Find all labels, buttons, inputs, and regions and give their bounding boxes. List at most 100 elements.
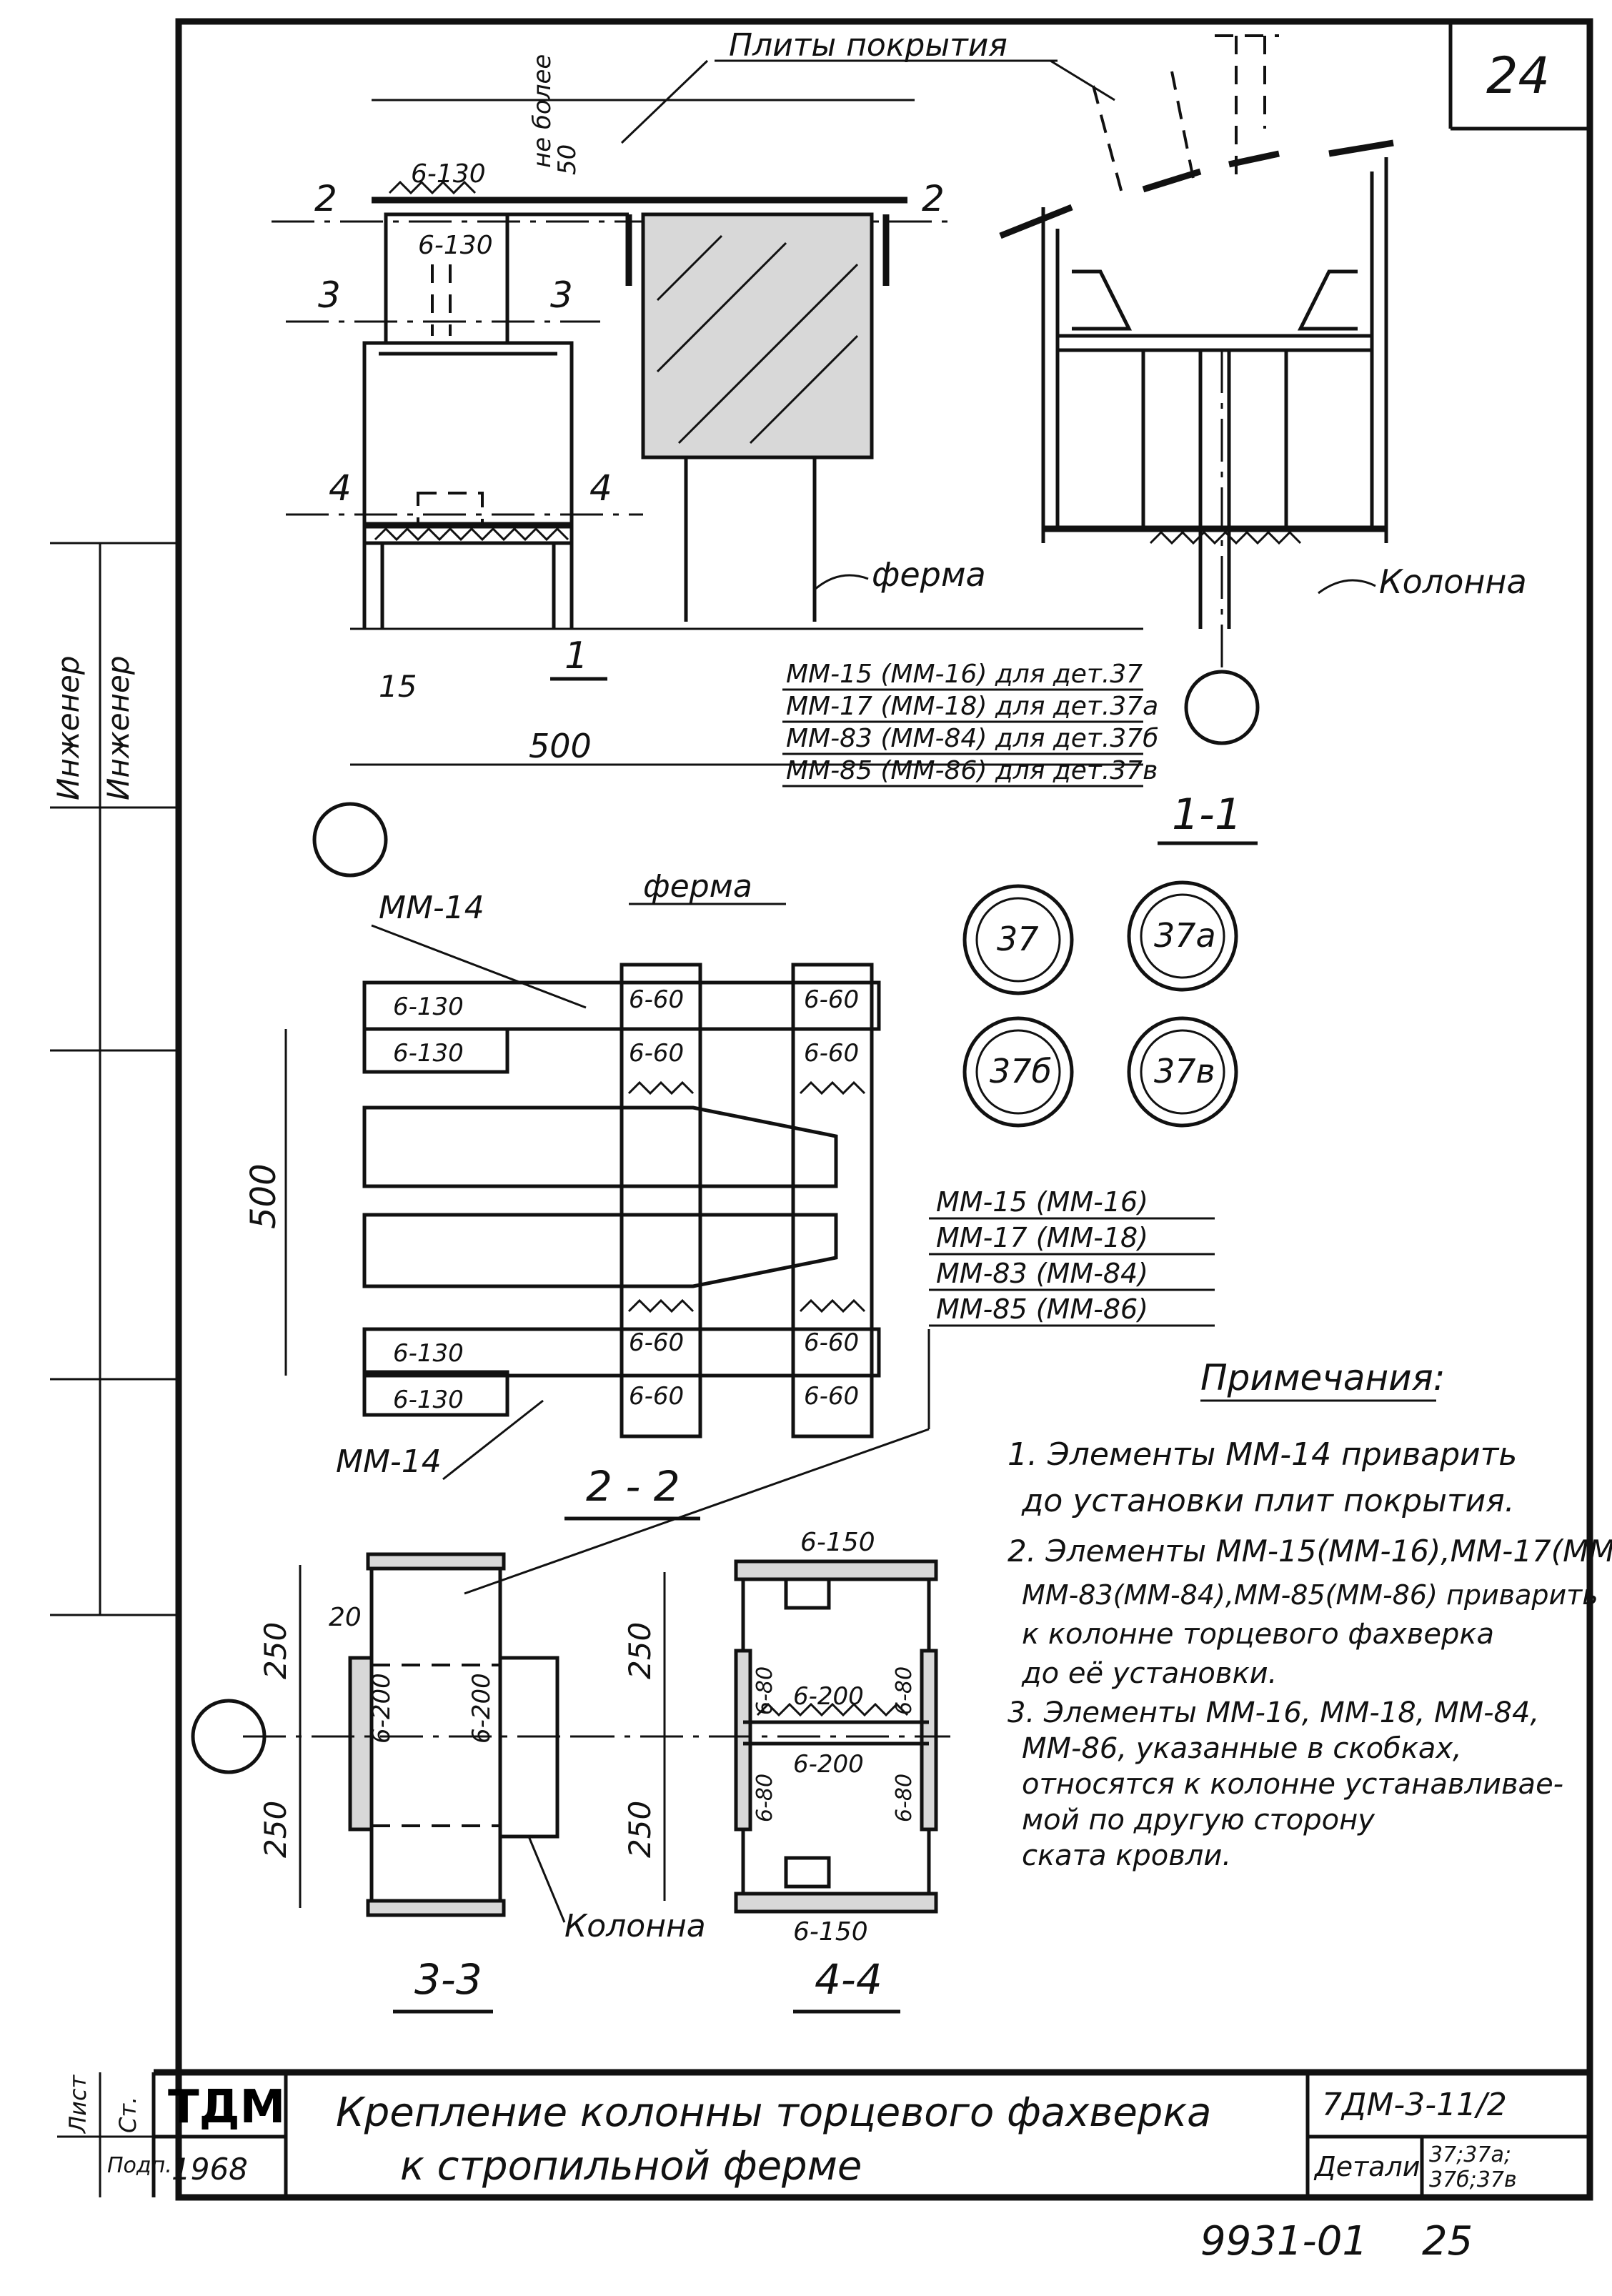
detail-mark-37b-inner bbox=[975, 1029, 1061, 1115]
v44-weld-150-bot: 6-150 bbox=[793, 1917, 868, 1947]
v22-bar-bot-2 bbox=[362, 1370, 509, 1417]
sheet-number: 24 bbox=[1486, 46, 1550, 105]
view-1-1-label: 1-1 bbox=[1172, 790, 1242, 840]
title-org: ТДМ bbox=[168, 2081, 285, 2134]
v22-weld-x-3 bbox=[627, 1298, 695, 1313]
detail-mark-37a: 37а bbox=[1154, 916, 1216, 955]
v33-side-plate-right bbox=[498, 1656, 559, 1839]
axis-bubble-left bbox=[312, 802, 388, 878]
v11-gusset-right bbox=[1297, 269, 1358, 331]
v11-plate-l2 bbox=[1142, 168, 1202, 193]
note-line-0: 1. Элементы ММ-14 приварить bbox=[1007, 1436, 1517, 1473]
left-stub-text-2: Ст. bbox=[114, 2097, 141, 2133]
element-list-mid-3: ММ-85 (ММ-86) bbox=[936, 1293, 1148, 1325]
v22-weld-130-a: 6-130 bbox=[393, 993, 464, 1021]
title-code: 7ДМ-3-11/2 bbox=[1322, 2087, 1507, 2123]
v22-mm14-bottom: ММ-14 bbox=[336, 1443, 442, 1480]
title-year: 1968 bbox=[171, 2152, 248, 2187]
element-list-top-1: ММ-17 (ММ-18) для дет.37а bbox=[786, 692, 1158, 721]
view-1-1: Колонна 1-1 bbox=[999, 34, 1527, 845]
note-line-8: относятся к колонне устанавливае- bbox=[1022, 1768, 1563, 1801]
element-list-mid-leader-2 bbox=[464, 1428, 930, 1595]
v33-plate-top bbox=[366, 1552, 506, 1571]
view-2-2: ферма ММ-14 6-130 6-130 6-130 6-130 6-60… bbox=[244, 868, 881, 1521]
note-line-1: до установки плит покрытия. bbox=[1021, 1483, 1515, 1519]
element-list-mid-0: ММ-15 (ММ-16) bbox=[936, 1186, 1148, 1218]
v22-truss-label: ферма bbox=[643, 868, 752, 905]
detail-mark-37v-ring bbox=[1127, 1016, 1238, 1128]
roof-plates-arrow-2 bbox=[1050, 59, 1115, 101]
margin-text-2: Инженер bbox=[101, 655, 136, 800]
note-line-6: 3. Элементы ММ-16, ММ-18, ММ-84, bbox=[1007, 1696, 1539, 1729]
section-3-left: 3 bbox=[318, 274, 341, 316]
column-lower-box bbox=[362, 341, 574, 545]
section-4-right: 4 bbox=[589, 467, 612, 509]
v44-weld-80-b: 6-80 bbox=[892, 1666, 917, 1715]
section-3-right: 3 bbox=[550, 274, 573, 316]
roof-plates-arrow bbox=[620, 59, 709, 144]
v22-weld-60-h: 6-60 bbox=[804, 1382, 859, 1411]
note-line-4: к колонне торцевого фахверка bbox=[1022, 1618, 1494, 1651]
v22-weld-60-e: 6-60 bbox=[629, 1328, 684, 1357]
dim-15: 15 bbox=[379, 669, 417, 704]
v22-weld-60-g: 6-60 bbox=[629, 1382, 684, 1411]
v44-weld-80-c: 6-80 bbox=[752, 1774, 777, 1822]
bottom-code: 9931-01 bbox=[1200, 2218, 1368, 2265]
v22-weld-60-a: 6-60 bbox=[629, 985, 684, 1014]
not-more-label: не более bbox=[528, 54, 557, 168]
v44-weld-80-d: 6-80 bbox=[892, 1774, 917, 1822]
section-2-right: 2 bbox=[922, 178, 945, 219]
sheet-frame bbox=[175, 18, 1593, 2201]
v22-bar-top-2 bbox=[362, 1027, 509, 1074]
v11-plate-dash-1 bbox=[1092, 85, 1123, 194]
note-line-10: ската кровли. bbox=[1022, 1839, 1231, 1872]
v22-dim-500: 500 bbox=[244, 1163, 284, 1229]
v11-gusset-left bbox=[1072, 269, 1133, 331]
truss-hatch-3 bbox=[677, 263, 859, 444]
left-stub-text-1: Лист bbox=[64, 2074, 91, 2134]
element-list-mid-2: ММ-83 (ММ-84) bbox=[936, 1258, 1148, 1289]
detail-mark-37-ring bbox=[962, 884, 1074, 995]
v44-weld-200-bot: 6-200 bbox=[793, 1750, 864, 1779]
truss-leader bbox=[814, 574, 869, 591]
v44-plate-top bbox=[734, 1559, 938, 1581]
v11-plate-dash-2 bbox=[1170, 71, 1195, 179]
v22-weld-130-d: 6-130 bbox=[393, 1386, 464, 1414]
v22-weld-60-c: 6-60 bbox=[629, 1039, 684, 1068]
v22-weld-x-2 bbox=[799, 1080, 866, 1095]
weld-mark-base bbox=[374, 527, 569, 542]
weld-6-130-top: 6-130 bbox=[411, 159, 486, 189]
v11-plate-l1 bbox=[999, 204, 1073, 239]
note-line-5: до её установки. bbox=[1021, 1657, 1277, 1690]
title-line-1: Крепление колонны торцевого фахверка bbox=[336, 2089, 1212, 2136]
axis-bubble-1-1 bbox=[1184, 670, 1260, 745]
view-3-3: 6-200 6-200 250 250 20 Колонна 3-3 bbox=[191, 1552, 706, 2014]
truss-hatch-1 bbox=[656, 234, 723, 302]
v33-dim-250-bot: 250 bbox=[258, 1801, 293, 1858]
note-line-2: 2. Элементы ММ-15(ММ-16),ММ-17(ММ-18), bbox=[1007, 1534, 1612, 1569]
notes: Примечания: 1. Элементы ММ-14 приварить … bbox=[1007, 1357, 1612, 1872]
v22-truss-right bbox=[791, 963, 874, 1438]
element-list-top-0: ММ-15 (ММ-16) для дет.37 bbox=[786, 660, 1143, 689]
dim-500: 500 bbox=[529, 727, 592, 765]
element-list-top-3: ММ-85 (ММ-86) для дет.37в bbox=[786, 756, 1158, 785]
v22-truss-left bbox=[620, 963, 702, 1438]
truss-label: ферма bbox=[872, 555, 986, 594]
v44-side-left bbox=[734, 1649, 752, 1832]
detail-mark-37a-inner bbox=[1140, 893, 1225, 979]
margin-text-1: Инженер bbox=[51, 655, 86, 800]
note-line-3: ММ-83(ММ-84),ММ-85(ММ-86) приварить bbox=[1022, 1579, 1598, 1611]
v44-weld-mid bbox=[756, 1702, 909, 1717]
v44-side-right bbox=[920, 1649, 938, 1832]
element-list-top-2: ММ-83 (ММ-84) для дет.37б bbox=[786, 724, 1158, 753]
detail-mark-37: 37 bbox=[997, 920, 1039, 958]
title-details-1: 37;37а; bbox=[1429, 2142, 1511, 2167]
v33-column-leader bbox=[527, 1836, 566, 1923]
element-list-mid-1: ММ-17 (ММ-18) bbox=[936, 1222, 1148, 1253]
v22-weld-60-d: 6-60 bbox=[804, 1039, 859, 1068]
weld-6-130-second: 6-130 bbox=[418, 231, 493, 260]
v22-mm14-bottom-leader bbox=[442, 1399, 544, 1481]
v44-weld-80-a: 6-80 bbox=[752, 1666, 777, 1715]
v22-weld-130-c: 6-130 bbox=[393, 1339, 464, 1368]
column-small-dash-box bbox=[417, 492, 484, 527]
